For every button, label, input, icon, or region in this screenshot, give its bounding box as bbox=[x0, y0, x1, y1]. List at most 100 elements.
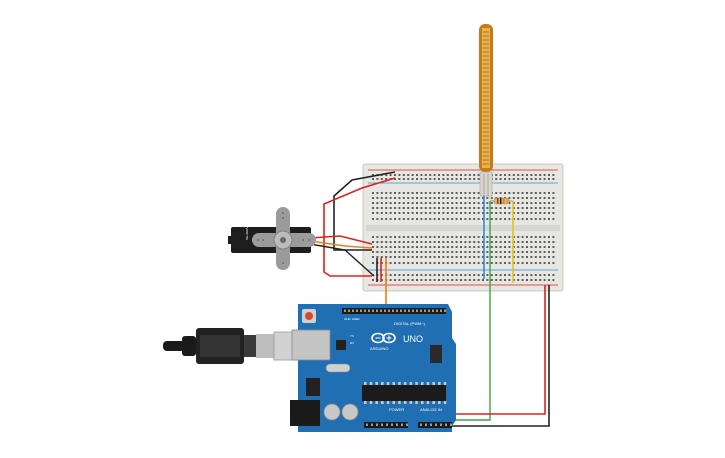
breadboard-hole bbox=[521, 174, 524, 176]
breadboard-hole bbox=[438, 251, 440, 253]
breadboard-hole bbox=[402, 192, 405, 194]
ic-pin bbox=[369, 382, 373, 385]
arduino-uno-icon[interactable]: UNO ARDUINO DIGITAL (PWM~) ANALOG IN POW… bbox=[290, 304, 456, 432]
ic-pin bbox=[438, 401, 441, 404]
ic-pin bbox=[369, 401, 373, 404]
breadboard-hole bbox=[407, 256, 410, 258]
breadboard-hole bbox=[438, 279, 440, 281]
breadboard-hole bbox=[464, 241, 467, 243]
breadboard-hole bbox=[543, 274, 546, 276]
breadboard-hole bbox=[473, 279, 476, 281]
breadboard-hole bbox=[424, 251, 427, 253]
breadboard-hole bbox=[455, 246, 458, 248]
breadboard-hole bbox=[442, 241, 445, 243]
breadboard-hole bbox=[380, 178, 383, 180]
breadboard-hole bbox=[526, 262, 528, 264]
breadboard-hole bbox=[424, 262, 427, 264]
breadboard-hole bbox=[446, 251, 449, 253]
breadboard-hole bbox=[429, 262, 432, 264]
breadboard-hole bbox=[420, 174, 423, 176]
breadboard-hole bbox=[394, 218, 396, 220]
breadboard-hole bbox=[407, 197, 410, 199]
breadboard-hole bbox=[468, 279, 471, 281]
breadboard-hole bbox=[534, 274, 537, 276]
breadboard-hole bbox=[442, 262, 445, 264]
header-pin bbox=[420, 309, 422, 312]
breadboard-hole bbox=[394, 256, 396, 258]
breadboard-hole bbox=[534, 246, 537, 248]
breadboard-hole bbox=[446, 274, 449, 276]
breadboard-hole bbox=[477, 241, 480, 243]
breadboard-hole bbox=[530, 212, 533, 214]
breadboard-hole bbox=[389, 262, 392, 264]
breadboard-hole bbox=[539, 192, 542, 194]
ic-pin bbox=[403, 382, 407, 385]
breadboard-hole bbox=[442, 192, 445, 194]
breadboard-hole bbox=[543, 202, 546, 204]
breadboard-hole bbox=[411, 279, 414, 281]
breadboard-hole bbox=[438, 174, 440, 176]
breadboard-hole bbox=[407, 236, 410, 238]
breadboard-hole bbox=[539, 207, 542, 209]
header-pin bbox=[416, 309, 418, 312]
breadboard-hole bbox=[464, 192, 467, 194]
breadboard-hole bbox=[477, 218, 480, 220]
breadboard-hole bbox=[438, 207, 440, 209]
breadboard-hole bbox=[411, 241, 414, 243]
breadboard-hole bbox=[455, 218, 458, 220]
breadboard-hole bbox=[433, 241, 436, 243]
breadboard-hole bbox=[411, 212, 414, 214]
breadboard-hole bbox=[486, 202, 489, 204]
breadboard-hole bbox=[526, 236, 528, 238]
breadboard-hole bbox=[521, 274, 524, 276]
breadboard-hole bbox=[539, 279, 542, 281]
rx-label: RX bbox=[350, 341, 354, 345]
breadboard-hole bbox=[429, 251, 432, 253]
breadboard-hole bbox=[512, 174, 515, 176]
ic-pin bbox=[443, 401, 447, 404]
breadboard-hole bbox=[424, 256, 427, 258]
servo-motor-icon[interactable]: SG-SERVO bbox=[228, 207, 316, 270]
breadboard-hole bbox=[394, 174, 396, 176]
ic-pin bbox=[443, 382, 447, 385]
brand-label: ARDUINO bbox=[370, 346, 388, 351]
breadboard-hole bbox=[490, 251, 493, 253]
breadboard-hole bbox=[543, 178, 546, 180]
breadboard-hole bbox=[389, 251, 392, 253]
breadboard-hole bbox=[402, 246, 405, 248]
breadboard-hole bbox=[548, 251, 550, 253]
breadboard-hole bbox=[482, 262, 484, 264]
breadboard-hole bbox=[477, 251, 480, 253]
breadboard-hole bbox=[451, 241, 454, 243]
breadboard-icon[interactable] bbox=[362, 163, 564, 292]
breadboard-hole bbox=[460, 279, 462, 281]
breadboard-hole bbox=[468, 256, 471, 258]
breadboard-hole bbox=[372, 202, 374, 204]
breadboard-hole bbox=[407, 279, 410, 281]
breadboard-hole bbox=[548, 236, 550, 238]
header-pin bbox=[348, 309, 350, 312]
breadboard-hole bbox=[372, 279, 374, 281]
breadboard-hole bbox=[490, 274, 493, 276]
breadboard-hole bbox=[504, 256, 506, 258]
breadboard-hole bbox=[451, 274, 454, 276]
breadboard-hole bbox=[455, 262, 458, 264]
breadboard-hole bbox=[464, 279, 467, 281]
breadboard-hole bbox=[460, 241, 462, 243]
breadboard-hole bbox=[438, 212, 440, 214]
servo-horn-holes bbox=[257, 212, 310, 264]
header-pin bbox=[428, 309, 430, 312]
breadboard-hole bbox=[543, 246, 546, 248]
breadboard-hole bbox=[385, 192, 388, 194]
breadboard-hole bbox=[490, 202, 493, 204]
usb-cable-icon[interactable] bbox=[163, 328, 311, 364]
digital-header-pins bbox=[344, 309, 446, 312]
breadboard-hole bbox=[495, 212, 498, 214]
breadboard-hole bbox=[394, 274, 396, 276]
breadboard-hole bbox=[495, 241, 498, 243]
flex-sensor-icon[interactable] bbox=[479, 24, 493, 197]
breadboard-hole bbox=[402, 274, 405, 276]
resistor-icon[interactable] bbox=[490, 197, 513, 205]
breadboard-hole bbox=[517, 197, 520, 199]
